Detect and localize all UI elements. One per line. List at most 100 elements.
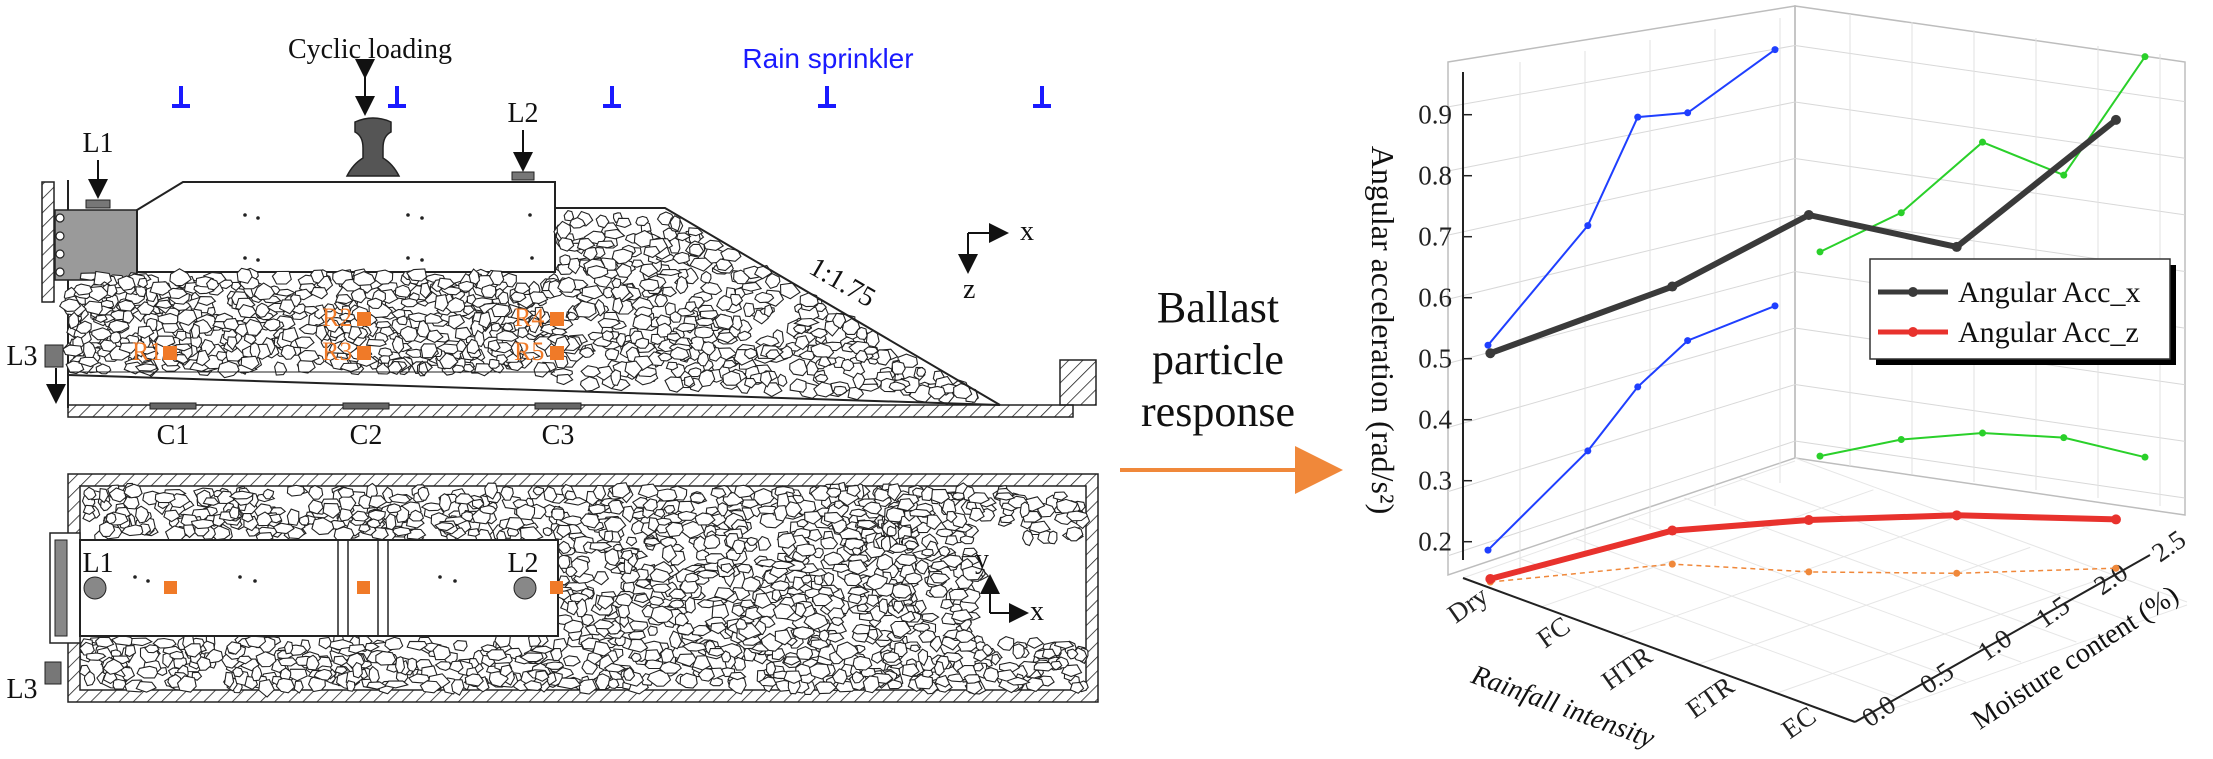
lvdt-l3-label: L3 — [6, 341, 37, 372]
rail-icon — [345, 117, 401, 177]
gridline — [1447, 327, 1796, 428]
ballast-stone — [94, 314, 108, 324]
center-response-label: Ballast particle response — [1120, 283, 1343, 494]
ballast-stone — [232, 666, 244, 678]
projection-side-angular-acc_x-point — [2060, 171, 2068, 179]
lvdt-l2-plate — [511, 171, 535, 181]
ballast-stone — [658, 268, 683, 277]
ballast-stone — [117, 299, 136, 312]
ballast-stone — [595, 240, 616, 249]
center-text-line-1: Ballast — [1157, 283, 1279, 332]
sensor-plan-2 — [357, 581, 370, 594]
ballast-stone — [310, 269, 325, 284]
ballast-stone — [451, 364, 466, 374]
ballast-stone — [112, 678, 127, 690]
ballast-stone — [556, 373, 574, 386]
ballast-stone — [490, 322, 502, 332]
projection-back-angular-acc_x-point — [1484, 341, 1492, 349]
projection-back-angular-acc_z-point — [1771, 302, 1779, 310]
ballast-stone — [743, 302, 756, 318]
ballast-stone — [764, 272, 781, 290]
projection-back-angular-acc_z-point — [1484, 546, 1492, 554]
ballast-stone — [627, 630, 647, 640]
ballast-stone — [237, 303, 257, 319]
series-angular-acc_x-point — [1803, 210, 1814, 221]
series-angular-acc_x-point — [1485, 348, 1496, 359]
sensor-r1-label: R1 — [132, 337, 162, 366]
ballast-stone — [109, 331, 122, 344]
lvdt-l2-label-plan: L2 — [507, 548, 538, 579]
axis-z-label: z — [963, 274, 975, 305]
ballast-stone — [491, 303, 511, 318]
ballast-stone — [844, 572, 863, 587]
ballast-stone — [789, 378, 807, 393]
ballast-stone — [521, 351, 541, 361]
ballast-stone — [215, 351, 228, 362]
ballast-stone — [502, 322, 514, 332]
left-wall — [41, 181, 55, 303]
ballast-stone — [647, 625, 658, 636]
y-tick-label: 1.0 — [1972, 623, 2017, 667]
ballast-stone — [633, 593, 650, 604]
projection-side-angular-acc_x-point — [1816, 248, 1824, 256]
ballast-stone — [437, 277, 456, 291]
series-angular-acc_z-point — [2110, 514, 2121, 525]
projection-side-angular-acc_z-point — [1816, 452, 1824, 460]
ballast-stone — [665, 361, 679, 371]
ballast-stone — [736, 563, 753, 574]
series-angular-acc_z-point — [1951, 510, 1962, 521]
plan-axis-y-label: y — [975, 544, 989, 575]
ballast-stone — [700, 270, 712, 284]
sensor-r2-label: R2 — [322, 303, 352, 332]
ballast-stone — [347, 326, 363, 341]
ballast-stone — [507, 360, 524, 372]
ballast-stone — [601, 330, 615, 342]
ballast-stone — [604, 228, 626, 240]
ballast-stone — [137, 325, 155, 339]
ballast-stone — [374, 269, 394, 285]
ballast-stone — [294, 336, 315, 349]
projection-side-angular-acc_x-point — [1979, 138, 1986, 146]
ballast-stone — [675, 275, 689, 295]
back-wall — [1447, 5, 1796, 577]
center-text-line-2: particle — [1152, 335, 1284, 384]
sensor-r4 — [550, 312, 564, 326]
ballast-stone — [765, 661, 777, 676]
ballast-stone — [466, 338, 480, 355]
gridline — [1739, 477, 2132, 623]
ballast-stone — [615, 217, 632, 228]
ballast-stone — [118, 342, 138, 354]
ballast-stone — [1033, 661, 1054, 672]
ballast-stone — [91, 327, 113, 341]
legend-label-z: Angular Acc_z — [1958, 316, 2139, 349]
ballast-stone — [452, 640, 468, 652]
ballast-stone — [1012, 643, 1025, 660]
ballast-stone — [933, 660, 945, 677]
ballast-stone — [416, 319, 431, 338]
sensor-r5-label: R5 — [514, 337, 544, 366]
z-tick-label: 0.4 — [1418, 405, 1452, 435]
y-tick-label: 2.5 — [2146, 524, 2191, 568]
sensor-r5 — [550, 346, 564, 360]
projection-floor-point — [1953, 569, 1961, 577]
z-tick-label: 0.3 — [1418, 466, 1452, 496]
ballast-stone — [467, 528, 481, 537]
ballast-stone — [117, 275, 136, 291]
ballast-stone — [852, 655, 873, 671]
ballast-stone — [434, 293, 449, 312]
ballast-stone — [485, 649, 508, 661]
ballast-stone — [280, 344, 297, 360]
ballast-stone — [432, 644, 451, 661]
sprinkler-icons — [172, 86, 1051, 108]
projection-back-angular-acc_x-point — [1771, 46, 1779, 54]
cell-c3 — [534, 402, 582, 410]
ballast-stone — [353, 271, 376, 286]
ballast-stone — [496, 330, 520, 342]
ballast-stone — [387, 360, 403, 375]
ballast-stone — [638, 278, 660, 292]
projection-side-angular-acc_z-point — [2060, 434, 2068, 442]
ballast-stone — [339, 362, 360, 373]
gridline — [1794, 158, 2186, 216]
series-angular-acc_x-point — [1951, 241, 1962, 252]
ballast-stone — [217, 360, 240, 379]
